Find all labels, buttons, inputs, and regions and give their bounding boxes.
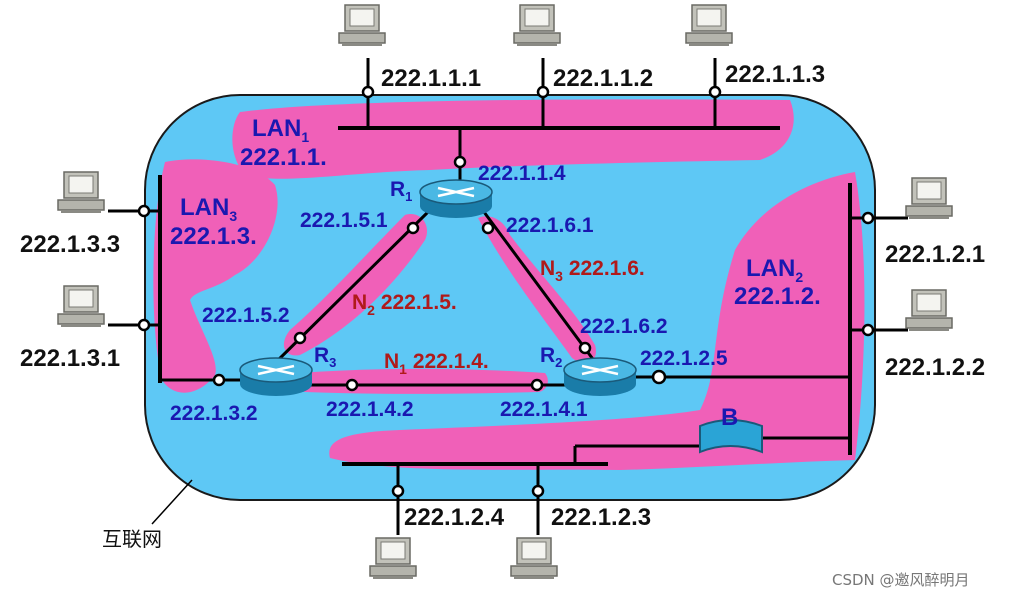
host-ip-label: 222.1.2.2 [885, 354, 985, 381]
port-lan1-3 [708, 85, 722, 99]
host-ip-label: 222.1.1.1 [381, 65, 481, 92]
pc-h-222-1-1-2[interactable] [513, 4, 561, 47]
host-ip-label: 222.1.2.1 [885, 241, 985, 268]
router-r1-arrows-icon [437, 186, 475, 198]
router-r3-label: R3 [314, 344, 336, 370]
port-lan3-1 [137, 204, 151, 218]
internet-cloud [144, 94, 876, 501]
n1-band [296, 368, 548, 394]
port-lan1-1 [361, 85, 375, 99]
interface-ip-label: 222.1.6.2 [580, 315, 668, 338]
interface-ip-label: 222.1.2.5 [640, 347, 728, 370]
pc-h-222-1-1-3[interactable] [685, 4, 733, 47]
interface-ip-label: 222.1.4.1 [500, 398, 588, 421]
port-r1-n3 [481, 221, 495, 235]
n3-label: N3 222.1.6. [540, 257, 645, 284]
lan1-network: 222.1.1. [240, 144, 327, 171]
bridge-shape [699, 419, 763, 454]
host-ip-label: 222.1.2.4 [404, 504, 505, 531]
lan2-band [329, 172, 865, 470]
host-ip-label: 222.1.1.2 [553, 65, 653, 92]
n3-band [478, 216, 596, 363]
port-lan3-2 [137, 318, 151, 332]
port-r1-n2 [406, 221, 420, 235]
pc-h-222-1-1-1[interactable] [338, 4, 386, 47]
n1-label: N1 222.1.4. [384, 350, 489, 377]
router-r2-arrows-icon [581, 364, 619, 376]
lan1-name: LAN1 [252, 115, 309, 145]
port-lan2-2 [861, 323, 875, 337]
interface-ip-label: 222.1.6.1 [506, 214, 594, 237]
pc-h-222-1-2-4[interactable] [369, 537, 417, 580]
watermark: CSDN @邀风醉明月 [832, 571, 970, 589]
n2-label: N2 222.1.5. [352, 291, 457, 318]
port-lan1-2 [536, 85, 550, 99]
host-ip-label: 222.1.1.3 [725, 61, 825, 88]
lan3-network: 222.1.3. [170, 223, 257, 250]
port-r2-n1 [530, 378, 544, 392]
pc-h-222-1-2-2[interactable] [905, 289, 953, 332]
pc-h-222-1-2-1[interactable] [905, 177, 953, 220]
n2-line [266, 210, 430, 372]
internet-pointer-line [151, 479, 193, 525]
host-ip-label: 222.1.2.3 [551, 504, 651, 531]
interface-ip-label: 222.1.4.2 [326, 398, 414, 421]
router-r1[interactable] [419, 179, 493, 218]
lan3-name: LAN3 [180, 194, 237, 224]
ports [137, 85, 875, 498]
interface-ip-label: 222.1.5.1 [300, 209, 388, 232]
port-r3-n1 [345, 378, 359, 392]
interface-ip-label: 222.1.1.4 [478, 162, 566, 185]
port-lan2-lower-2 [531, 484, 545, 498]
lan2-network: 222.1.2. [734, 283, 821, 310]
pc-h-222-1-3-3[interactable] [57, 171, 105, 214]
bridge-label: B [721, 404, 738, 431]
router-r3-arrows-icon [257, 364, 295, 376]
port-lan2-1 [861, 211, 875, 225]
router-r2-label: R2 [540, 344, 562, 370]
host-ip-label: 222.1.3.3 [20, 231, 120, 258]
interface-ip-label: 222.1.3.2 [170, 402, 258, 425]
lan2-name: LAN2 [746, 255, 803, 285]
port-r1-lan1 [453, 155, 467, 169]
lan1-band [232, 99, 794, 179]
port-r2-lan2 [651, 369, 667, 385]
pc-h-222-1-2-3[interactable] [510, 537, 558, 580]
router-r3[interactable] [239, 357, 313, 396]
n3-line [482, 211, 600, 367]
bridge-b[interactable]: B [699, 404, 763, 454]
port-r3-lan3 [212, 373, 226, 387]
lan3-band [153, 159, 278, 393]
host-ip-label: 222.1.3.1 [20, 345, 120, 372]
interface-ip-label: 222.1.5.2 [202, 304, 290, 327]
router-r2[interactable] [563, 357, 637, 396]
pc-h-222-1-3-1[interactable] [57, 285, 105, 328]
port-lan2-lower-1 [391, 484, 405, 498]
port-r2-n3 [578, 341, 592, 355]
internet-label: 互联网 [102, 527, 162, 551]
router-r1-label: R1 [390, 178, 412, 204]
port-r3-n2 [293, 331, 307, 345]
